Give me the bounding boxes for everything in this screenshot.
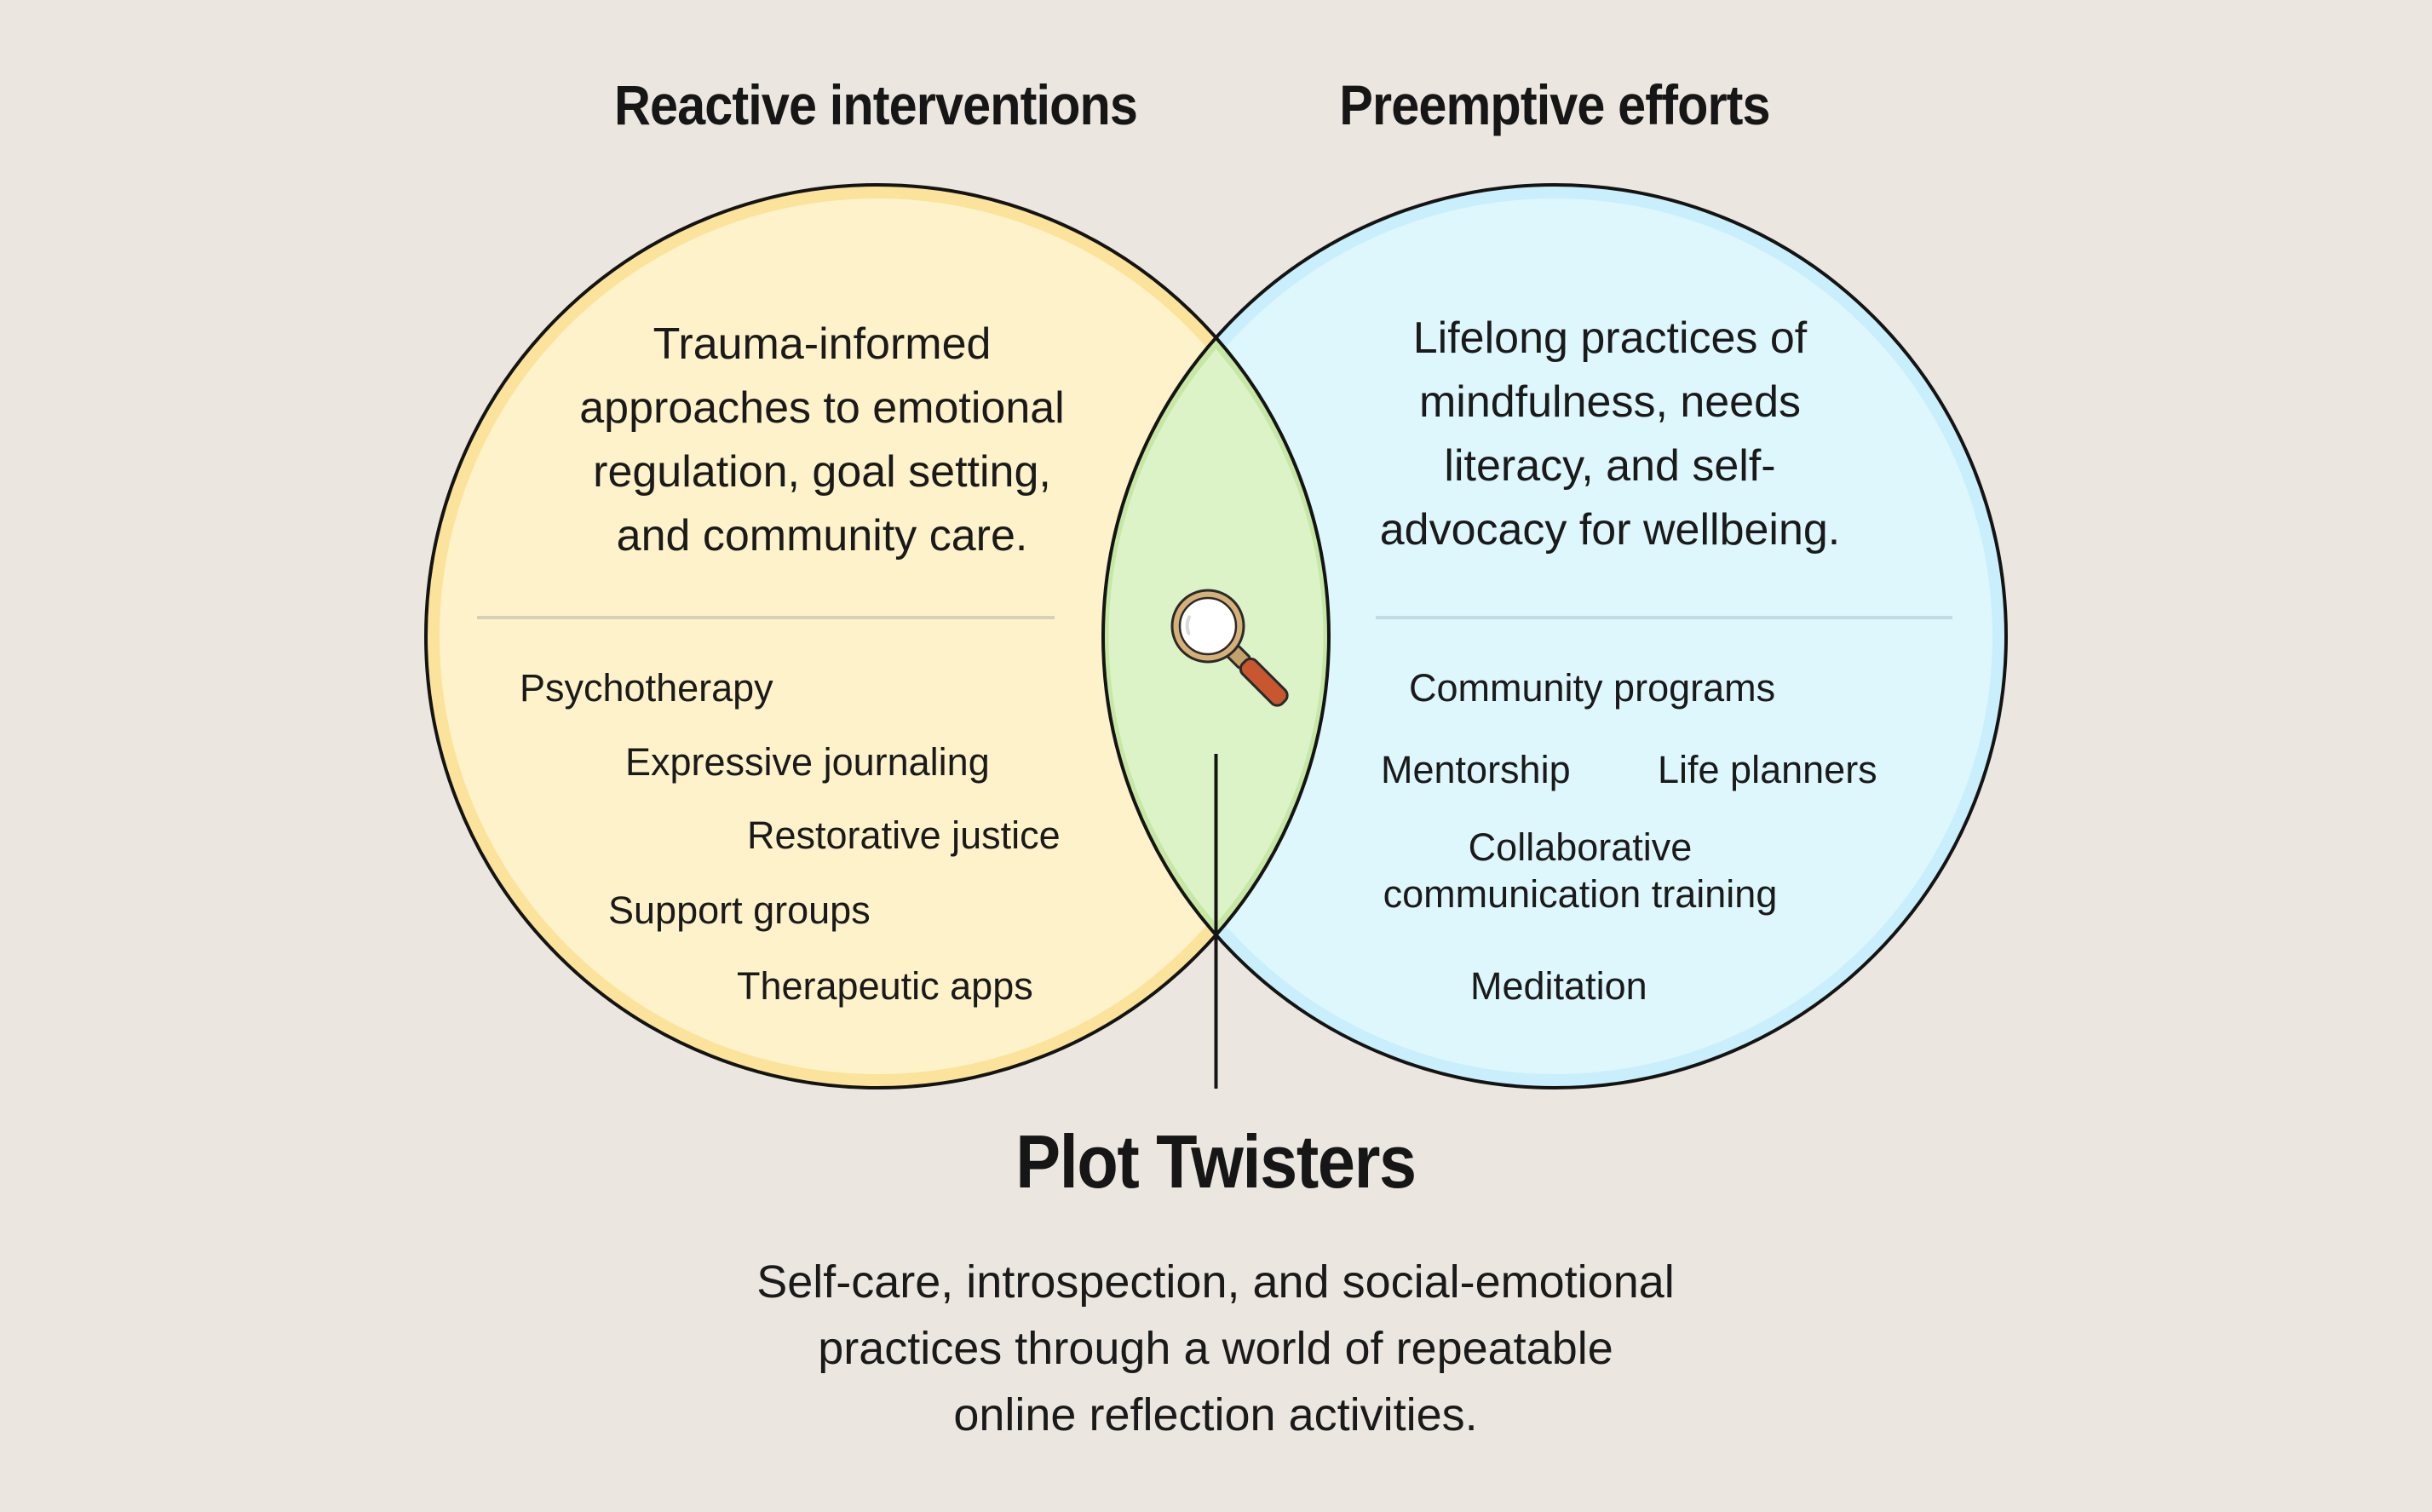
- left-item-restorative-justice: Restorative justice: [747, 813, 1061, 857]
- left-circle: [440, 198, 1315, 1074]
- right-item-mentorship: Mentorship: [1381, 748, 1571, 791]
- left-item-expressive-journaling: Expressive journaling: [625, 740, 990, 784]
- right-item-collaborative-communication-training: Collaborative communication training: [1383, 825, 1778, 916]
- left-item-support-groups: Support groups: [608, 888, 871, 932]
- right-item-community-programs: Community programs: [1409, 666, 1776, 710]
- preemptive-efforts-heading: Preemptive efforts: [1339, 73, 1770, 136]
- right-circle-outline: [1101, 183, 2008, 1089]
- right-item-life-planners: Life planners: [1658, 748, 1877, 791]
- reactive-interventions-heading: Reactive interventions: [613, 73, 1138, 136]
- plot-twisters-description: Self-care, introspection, and social-emo…: [756, 1256, 1675, 1440]
- magnifying-glass-icon: [1170, 589, 1289, 707]
- preemptive-efforts-description: Lifelong practices of mindfulness, needs…: [1379, 313, 1841, 555]
- left-item-psychotherapy: Psychotherapy: [520, 666, 773, 710]
- plot-twisters-title: Plot Twisters: [1015, 1119, 1417, 1204]
- left-item-therapeutic-apps: Therapeutic apps: [737, 964, 1033, 1008]
- reactive-interventions-description: Trauma-informed approaches to emotional …: [579, 319, 1065, 561]
- right-circle: [1117, 198, 1992, 1074]
- left-circle-outline: [424, 183, 1331, 1089]
- right-item-meditation: Meditation: [1470, 964, 1647, 1008]
